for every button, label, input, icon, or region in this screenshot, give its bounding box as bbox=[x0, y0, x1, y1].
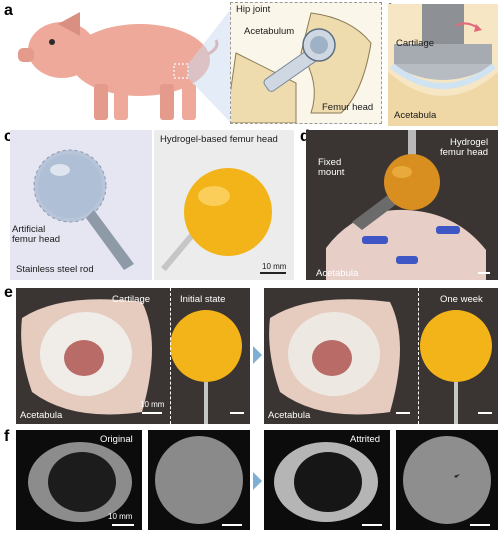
hydrogel-femur-photo bbox=[154, 130, 294, 280]
panel-e-before bbox=[16, 288, 250, 424]
ct-disc-attrited bbox=[403, 436, 491, 524]
label-fixed-mount: Fixed mount bbox=[318, 157, 345, 178]
scale-bar-e2 bbox=[230, 412, 244, 414]
label-hydrogel-femur-head-d: Hydrogel femur head bbox=[440, 137, 489, 158]
label-hydrogel-based-femur-head: Hydrogel-based femur head bbox=[160, 134, 278, 145]
artificial-femur-illustration bbox=[33, 149, 134, 270]
acetabulum-after-photo bbox=[269, 299, 492, 424]
label-original: Original bbox=[100, 434, 133, 445]
scale-label-f: 10 mm bbox=[108, 512, 133, 521]
label-acetabula-e1: Acetabula bbox=[20, 410, 63, 421]
test-rig-scene bbox=[326, 130, 486, 280]
scale-bar-f1 bbox=[112, 524, 134, 526]
acetabulum-before-photo bbox=[21, 299, 242, 424]
scale-label-c: 10 mm bbox=[262, 262, 287, 271]
label-one-week: One week bbox=[440, 294, 483, 305]
ct-disc-original bbox=[155, 436, 243, 524]
scale-bar-f4 bbox=[470, 524, 490, 526]
label-acetabulum: Acetabulum bbox=[244, 26, 295, 37]
ct-attrited-femur-head bbox=[396, 430, 498, 530]
panel-label-c: c bbox=[4, 128, 13, 145]
label-acetabula-b: Acetabula bbox=[394, 110, 437, 121]
label-attrited: Attrited bbox=[350, 434, 381, 445]
panel-label-a: a bbox=[4, 2, 13, 19]
panel-e-after bbox=[264, 288, 498, 424]
ct-original-acetabulum bbox=[16, 430, 142, 530]
scale-bar-d bbox=[478, 272, 490, 274]
pig-body bbox=[18, 12, 219, 120]
label-stainless-steel-rod: Stainless steel rod bbox=[16, 264, 94, 275]
panel-label-d: d bbox=[300, 128, 310, 145]
hip-joint-inset bbox=[225, 2, 382, 124]
panel-b-diagram bbox=[388, 4, 498, 126]
ct-ring-attrited bbox=[274, 442, 378, 522]
label-hip-joint: Hip joint bbox=[236, 4, 271, 15]
ct-original-femur-head bbox=[148, 430, 250, 530]
scale-bar-c bbox=[260, 272, 286, 274]
panel-label-e: e bbox=[4, 284, 13, 301]
hydrogel-sphere bbox=[161, 168, 272, 272]
label-cartilage-b: Cartilage bbox=[396, 38, 435, 49]
scale-bar-f3 bbox=[362, 524, 382, 526]
scale-bar-e4 bbox=[478, 412, 492, 414]
label-artificial-femur-head: Artificial femur head bbox=[12, 224, 61, 245]
label-acetabula-e2: Acetabula bbox=[268, 410, 311, 421]
cartilage-schematic bbox=[388, 4, 498, 126]
artificial-femur-panel bbox=[10, 130, 152, 280]
scale-label-e: 10 mm bbox=[140, 400, 165, 409]
transition-arrow-e bbox=[253, 346, 262, 364]
ct-ring-original bbox=[28, 442, 132, 522]
pig-illustration bbox=[18, 10, 230, 122]
label-femur-head: Femur head bbox=[322, 102, 374, 113]
divider-e-after bbox=[418, 288, 419, 424]
label-cartilage-e: Cartilage bbox=[112, 294, 151, 305]
scale-bar-f2 bbox=[222, 524, 242, 526]
divider-e-before bbox=[170, 288, 171, 424]
scale-bar-e3 bbox=[396, 412, 410, 414]
scale-bar-e1 bbox=[142, 412, 162, 414]
ct-attrited-acetabulum bbox=[264, 430, 390, 530]
panel-label-f: f bbox=[4, 428, 10, 445]
label-initial-state: Initial state bbox=[180, 294, 226, 305]
test-rig-photo bbox=[306, 130, 498, 280]
label-acetabula-d: Acetabula bbox=[316, 268, 359, 279]
transition-arrow-f bbox=[253, 472, 262, 490]
